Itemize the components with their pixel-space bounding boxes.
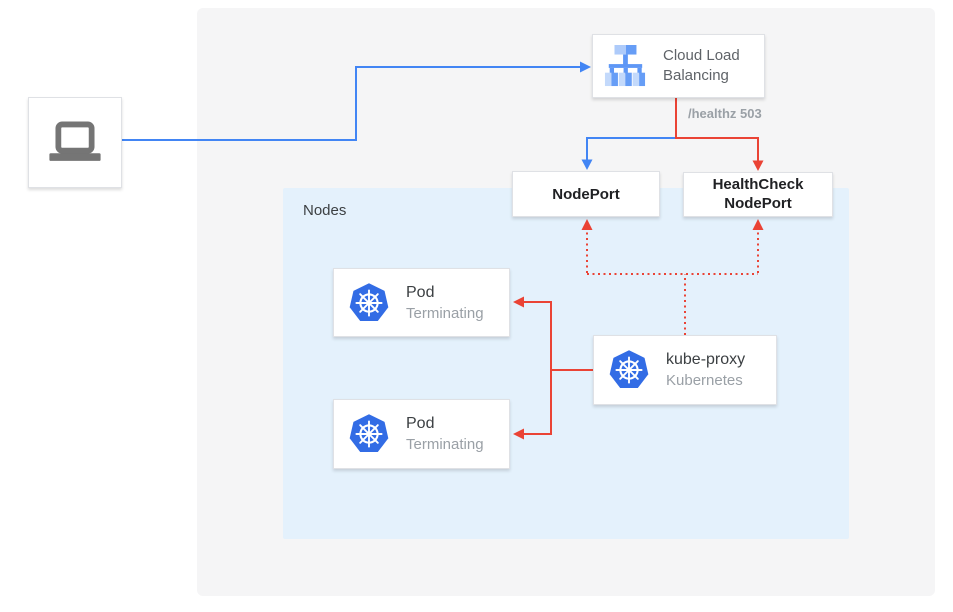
clb-label-line1: Cloud Load (663, 46, 740, 64)
pod-2-status: Terminating (406, 436, 484, 453)
kube-proxy-labels: kube-proxy Kubernetes (666, 351, 745, 389)
pod-2-title: Pod (406, 415, 435, 432)
pod-1-labels: Pod Terminating (406, 284, 484, 322)
healthcheck-label-line1: HealthCheck (712, 175, 804, 193)
kubernetes-icon (608, 349, 650, 391)
healthz-label: /healthz 503 (688, 106, 762, 121)
healthcheck-nodeport-node: HealthCheck NodePort (683, 172, 833, 217)
laptop-icon (42, 111, 108, 175)
kubernetes-icon (348, 413, 390, 455)
pod-node-1: Pod Terminating (333, 268, 510, 337)
cloud-load-balancing-icon (604, 45, 646, 87)
healthcheck-nodeport-label: HealthCheck NodePort (713, 176, 804, 214)
pod-node-2: Pod Terminating (333, 399, 510, 469)
cloud-load-balancing-node: Cloud Load Balancing (592, 34, 765, 98)
cloud-load-balancing-label: Cloud Load Balancing (663, 46, 740, 87)
nodes-zone-label: Nodes (303, 202, 347, 219)
client-node (28, 97, 122, 188)
pod-2-labels: Pod Terminating (406, 415, 484, 453)
pod-1-title: Pod (406, 283, 435, 301)
nodeport-label: NodePort (552, 185, 620, 203)
pod-1-status: Terminating (406, 304, 484, 322)
kube-proxy-title: kube-proxy (666, 351, 746, 368)
kube-proxy-subtitle: Kubernetes (666, 372, 743, 389)
clb-label-line2: Balancing (663, 67, 729, 84)
kube-proxy-node: kube-proxy Kubernetes (593, 335, 777, 405)
kubernetes-icon (348, 282, 390, 324)
healthcheck-label-line2: NodePort (724, 194, 792, 212)
nodeport-node: NodePort (512, 171, 660, 217)
